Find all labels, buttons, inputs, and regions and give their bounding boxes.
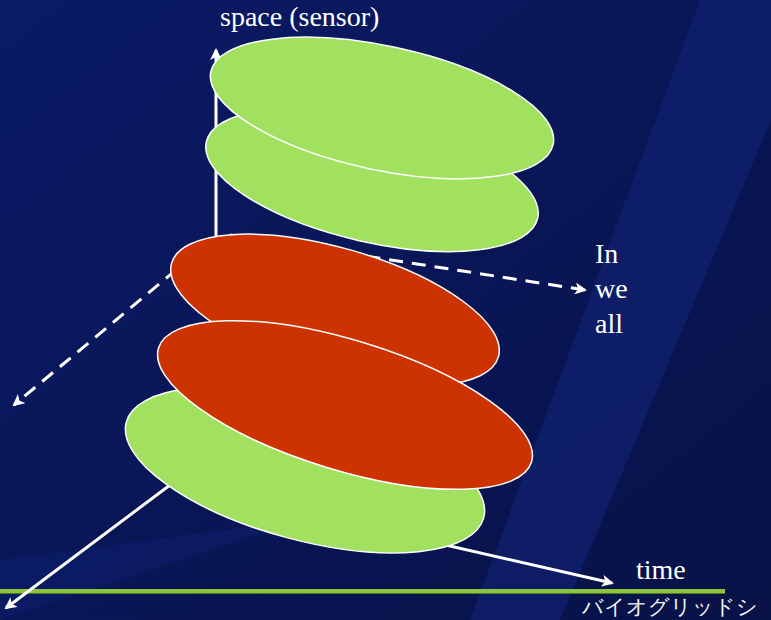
depth-axis [6,470,190,608]
footer-rule [0,593,725,594]
axis-label: space (sensor) [220,1,379,33]
body-text: In [595,238,618,270]
green-slice [198,11,566,205]
body-text: all [595,308,623,340]
red-slice [140,286,551,524]
axis-label: time [636,554,686,586]
background-stripe [0,520,300,620]
footer-text: バイオグリッドシ [582,595,758,619]
body-text: we [595,273,628,305]
footer-rule [0,589,725,593]
